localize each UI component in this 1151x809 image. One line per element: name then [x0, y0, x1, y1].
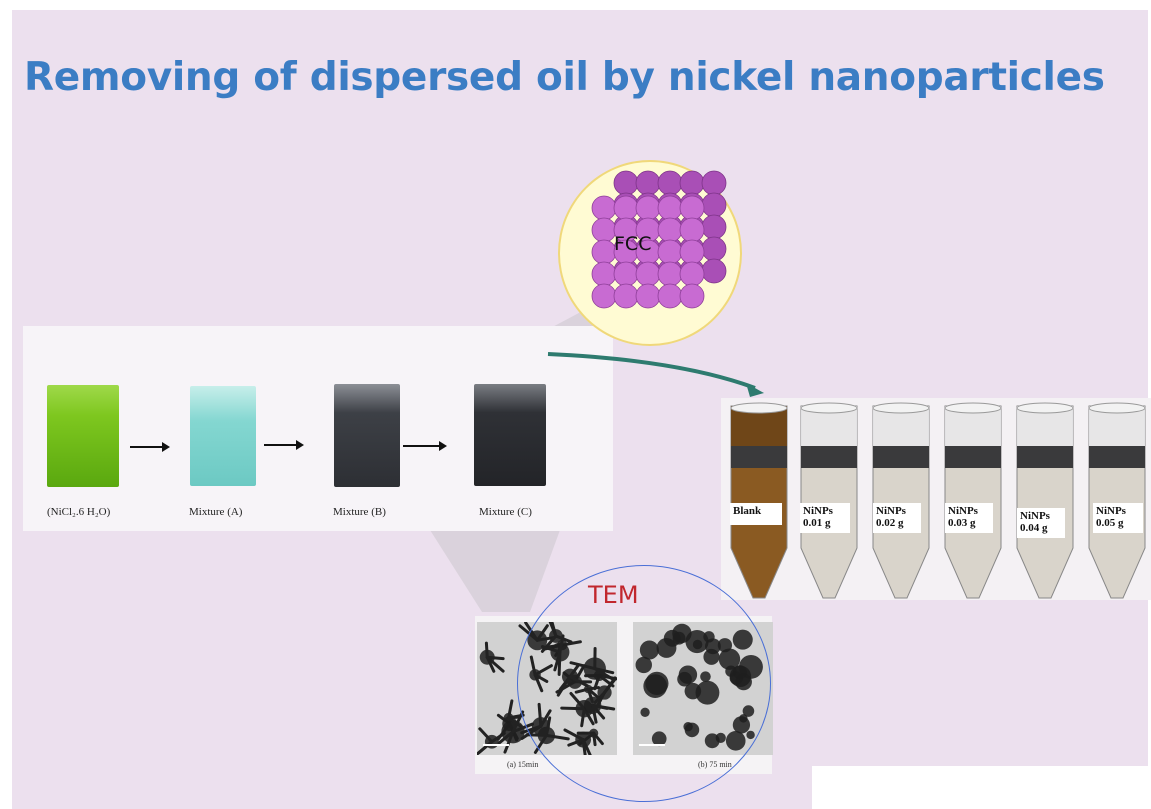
tube-label-004-line2: 0.04 g: [1020, 522, 1048, 534]
tube-label-002: NiNPs 0.02 g: [873, 503, 921, 533]
test-tube: [730, 402, 788, 599]
caption-mixture-a: Mixture (A): [189, 506, 243, 518]
tem-caption-a: (a) 15min: [507, 760, 539, 769]
test-tube: [872, 402, 930, 599]
test-tubes-panel: [721, 398, 1151, 600]
test-tube: [1088, 402, 1146, 599]
tube-label-002-line2: 0.02 g: [876, 517, 904, 529]
caption-nicl2: (NiCl₂.6 H₂O): [47, 506, 111, 518]
test-tube: [1016, 402, 1074, 599]
tem-circle: [517, 565, 771, 802]
tube-label-003-line1: NiNPs: [948, 505, 978, 517]
beaker-mixture-c: [474, 384, 546, 486]
test-tubes-graphic: [730, 402, 1146, 599]
tube-label-002-line1: NiNPs: [876, 505, 906, 517]
slide-title: Removing of dispersed oil by nickel nano…: [24, 55, 1105, 100]
beaker-mixture-a: [190, 386, 256, 486]
caption-mixture-c: Mixture (C): [479, 506, 532, 518]
arrow-step-2: [264, 440, 304, 450]
tube-label-001-line1: NiNPs: [803, 505, 833, 517]
tube-label-005-line1: NiNPs: [1096, 505, 1126, 517]
synthesis-panel: (NiCl₂.6 H₂O) Mixture (A) Mixture (B) Mi…: [23, 326, 613, 531]
tube-label-005-line2: 0.05 g: [1096, 517, 1124, 529]
tube-label-blank-line1: Blank: [733, 505, 762, 517]
tube-label-001: NiNPs 0.01 g: [800, 503, 850, 533]
corner-white-box: [812, 766, 1151, 809]
test-tube: [944, 402, 1002, 599]
fcc-label: FCC: [614, 233, 652, 255]
tube-label-blank: Blank: [730, 503, 782, 525]
caption-mixture-b: Mixture (B): [333, 506, 386, 518]
arrow-step-3: [403, 441, 447, 451]
test-tube: [800, 402, 858, 599]
beaker-nicl2: [47, 385, 119, 487]
tube-label-004: NiNPs 0.04 g: [1017, 508, 1065, 538]
tube-label-003-line2: 0.03 g: [948, 517, 976, 529]
tube-label-001-line2: 0.01 g: [803, 517, 831, 529]
arrow-step-1: [130, 442, 170, 452]
tube-label-003: NiNPs 0.03 g: [945, 503, 993, 533]
beaker-mixture-b: [334, 384, 400, 487]
tube-label-005: NiNPs 0.05 g: [1093, 503, 1143, 533]
tem-label: TEM: [588, 581, 639, 609]
tube-label-004-line1: NiNPs: [1020, 510, 1050, 522]
